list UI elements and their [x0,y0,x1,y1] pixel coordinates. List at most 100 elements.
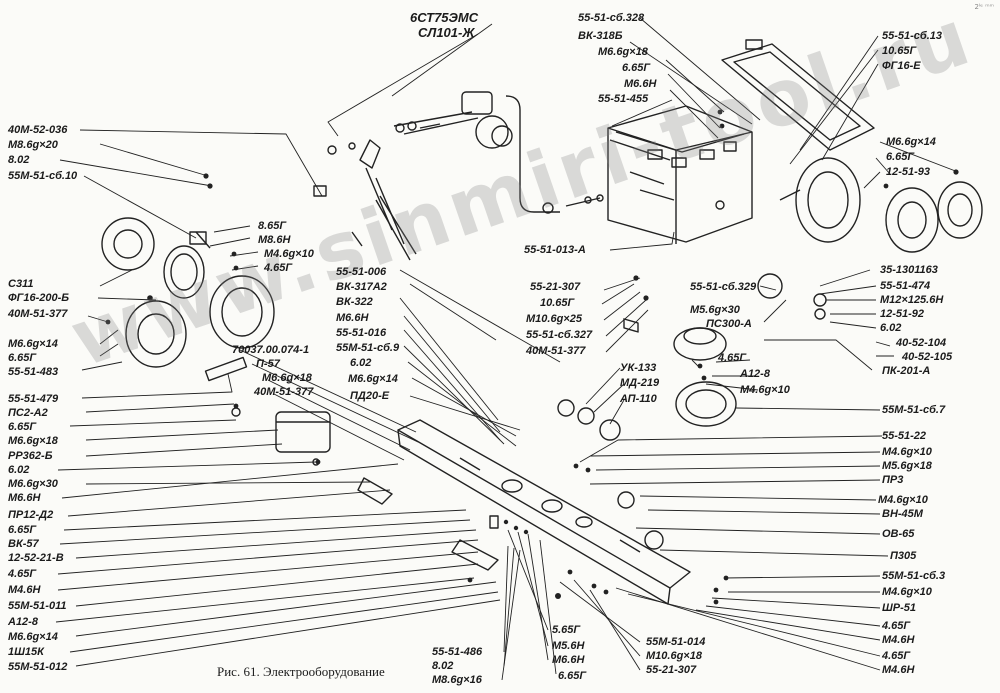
label-m4-6g10-e: М4.6g×10 [882,586,932,598]
label-40m-52-036: 40М-52-036 [8,124,68,136]
label-fg16-e: ФГ16-Е [882,60,921,72]
label-m6-6g18-a: М6.6g×18 [598,46,648,58]
label-m6-6n-b: М6.6Н [336,312,369,324]
label-m6-6n-a: М6.6Н [624,78,657,90]
label-m5-6n: М5.6Н [552,640,585,652]
label-55-51-016: 55-51-016 [336,327,387,339]
label-55-21-307-a: 55-21-307 [530,281,581,293]
label-rr362-b: РР362-Б [8,450,53,462]
label-m6-6g18-c: М6.6g×18 [8,435,58,447]
label-55-51-486: 55-51-486 [432,646,483,658]
label-m12-125-6n: М12×125.6Н [880,294,944,306]
leader-lines [55,17,959,681]
label-5-65g: 5.65Г [552,624,581,636]
label-m4-6g10-d: М4.6g×10 [878,494,928,506]
label-55m-51-sb7: 55М-51-сб.7 [882,404,946,416]
label-m6-6n-c: М6.6Н [8,492,41,504]
label-6-02-c: 6.02 [8,464,30,476]
label-55-51-479: 55-51-479 [8,393,59,405]
label-55-21-307-b: 55-21-307 [646,664,697,676]
label-m6-6g30: М6.6g×30 [8,478,58,490]
label-ps300-a: ПС300-А [706,318,752,330]
label-55-51-474: 55-51-474 [880,280,931,292]
label-a12-8-b: А12-8 [8,616,38,628]
label-vk-317a2: ВК-317А2 [336,281,387,293]
label-4-65g-c: 4.65Г [8,568,37,580]
label-m6-6g14-b: М6.6g×14 [348,373,398,385]
label-6-65g-b: 6.65Г [886,151,915,163]
label-6-65g-d: 6.65Г [8,421,37,433]
label-55-51-013-a: 55-51-013-А [524,244,586,256]
label-6st75ems: 6СТ75ЭМС [410,10,479,25]
label-pr3: ПР3 [882,474,904,486]
label-p305: П305 [890,550,917,562]
figure-caption: Рис. 61. Электрооборудование [217,664,385,679]
label-m6-6n-d: М6.6Н [552,654,585,666]
label-uk-133: УК-133 [620,362,657,374]
label-4-65g-d: 4.65Г [882,620,911,632]
label-55-51-22: 55-51-22 [882,430,927,442]
label-m6-6g14-a: М6.6g×14 [886,136,936,148]
label-6-65g-c: 6.65Г [8,352,37,364]
label-sl101-zh: СЛ101-Ж [418,25,475,40]
label-6-65g-f: 6.65Г [558,670,587,682]
label-12-51-93: 12-51-93 [886,166,931,178]
label-fg16-200-b: ФГ16-200-Б [8,292,70,304]
label-4-65g-e: 4.65Г [882,650,911,662]
label-6-65g-e: 6.65Г [8,524,37,536]
dashboard-beam [397,419,691,605]
label-m8-6g16: М8.6g×16 [432,674,482,686]
label-40m-51-377-a: 40М-51-377 [8,308,68,320]
label-m8-6n: М8.6Н [258,234,291,246]
label-ap-110: АП-110 [620,393,657,405]
label-10-65g-a: 10.65Г [882,45,917,57]
label-m6-6g14-d: М6.6g×14 [8,631,58,643]
label-4-65g-a: 4.65Г [264,262,293,274]
label-55-51-sb13: 55-51-сб.13 [882,30,943,42]
fasteners [105,109,959,605]
label-55-51-483: 55-51-483 [8,366,59,378]
label-55-51-sb328: 55-51-сб.328 [578,12,645,24]
label-m4-6g10-c: М4.6g×10 [882,446,932,458]
label-m10-6g18: М10.6g×18 [646,650,702,662]
label-10-65g-b: 10.65Г [540,297,575,309]
label-p-57: П-57 [256,358,280,370]
label-55-51-sb327: 55-51-сб.327 [526,329,593,341]
label-m5-6g18: М5.6g×18 [882,460,932,472]
label-55m-51-011: 55М-51-011 [8,600,67,612]
label-m4-6g10-b: М4.6g×10 [740,384,790,396]
relay-parts [204,356,664,571]
label-40-52-105: 40-52-105 [902,351,953,363]
label-6-02-b: 6.02 [880,322,902,334]
label-12-51-92: 12-51-92 [880,308,925,320]
label-m4-6n-a: М4.6Н [8,584,41,596]
label-m10-6g25: М10.6g×25 [526,313,582,325]
label-vk-318b: ВК-318Б [578,30,623,42]
battery-switch [393,91,604,214]
label-8-65g: 8.65Г [258,220,287,232]
right-headlights [779,157,983,253]
battery-lid [721,39,875,151]
label-55m-51-012: 55М-51-012 [8,661,68,673]
label-6-65g-a: 6.65Г [622,62,651,74]
label-6-02-a: 6.02 [350,357,372,369]
label-8-02-b: 8.02 [432,660,454,672]
wiper [313,139,417,261]
label-35-1301163: 35-1301163 [880,264,938,276]
label-8-02-a: 8.02 [8,154,30,166]
label-55m-51-014: 55М-51-014 [646,636,706,648]
label-m5-6g30: М5.6g×30 [690,304,740,316]
label-55-51-sb329: 55-51-сб.329 [690,281,757,293]
label-m4-6g10-a: М4.6g×10 [264,248,314,260]
label-pr12-d2: ПР12-Д2 [8,509,54,521]
left-headlights [101,217,275,368]
label-55-51-006: 55-51-006 [336,266,387,278]
label-pk-201-a: ПК-201-А [882,365,931,377]
label-4-65g-b: 4.65Г [718,352,747,364]
label-40m-51-377-c: 40М-51-377 [254,386,314,398]
label-a12-8-a: А12-8 [740,368,770,380]
horn-lamps [557,273,827,441]
label-ov-65: ОВ-65 [882,528,915,540]
